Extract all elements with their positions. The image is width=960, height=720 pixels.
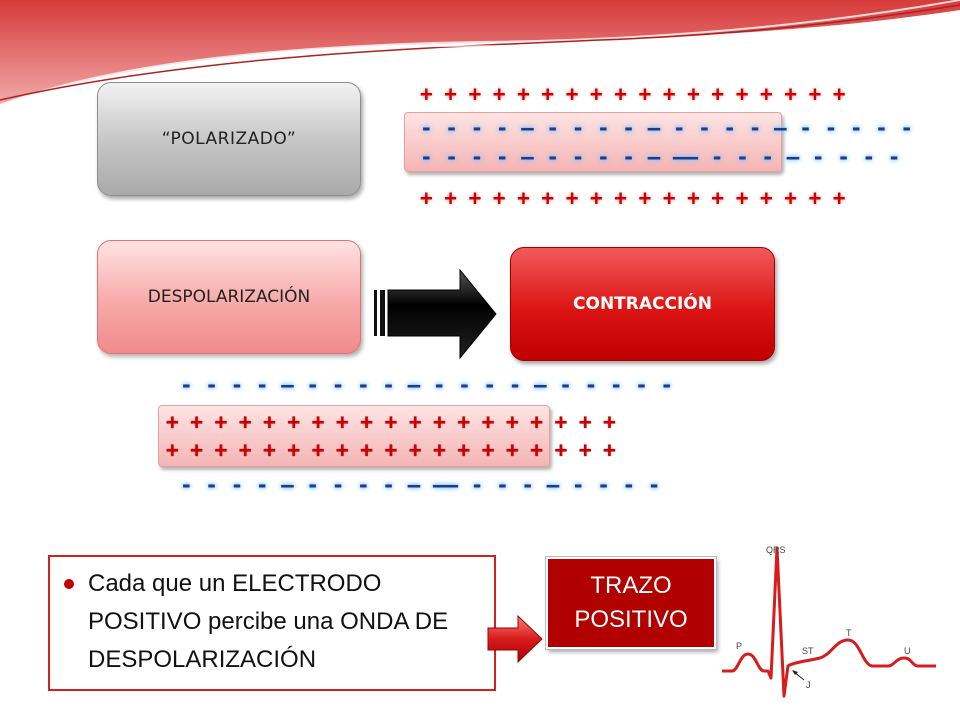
membrane-top-plus-above: + + + + + + + + + + + + + + + + + + <box>420 82 846 106</box>
small-arrow-right-icon <box>487 614 543 664</box>
membrane-top-plus-below: + + + + + + + + + + + + + + + + + + <box>420 186 846 210</box>
ecg-trace <box>722 546 936 698</box>
despolarizacion-label: DESPOLARIZACIÓN <box>147 287 311 307</box>
arrow-right-icon <box>374 268 497 360</box>
ecg-label-t: T <box>846 628 852 638</box>
trazo-line-1: TRAZO <box>590 572 672 599</box>
membrane-top-minus-line-2: - - - - — - - - - — —— - - - — - - - - <box>420 145 901 169</box>
trazo-positivo-box: TRAZO POSITIVO <box>545 556 717 650</box>
ecg-label-qrs: QRS <box>766 545 786 555</box>
polarizado-box: “POLARIZADO” <box>97 82 361 196</box>
bullet-text: Cada que un ELECTRODO POSITIVO percibe u… <box>88 570 449 673</box>
polarizado-label: “POLARIZADO” <box>161 129 297 149</box>
contraccion-box: CONTRACCIÓN <box>510 247 775 361</box>
despolarizacion-box: DESPOLARIZACIÓN <box>97 240 361 354</box>
membrane-top-minus-line-1: - - - - — - - - - — - - - - — - - - - - <box>420 116 914 140</box>
ecg-label-j: J <box>806 680 811 690</box>
membrane-bottom-plus-line-1: + + + + + + + + + + + + + + + + + + + <box>166 410 616 434</box>
ecg-label-p: P <box>736 641 742 651</box>
membrane-bottom-minus-below: - - - - — - - - - — —— - - - — - - - - <box>180 473 661 497</box>
ecg-waveform: QRS P ST T U J <box>722 545 936 698</box>
bullet-box: Cada que un ELECTRODO POSITIVO percibe u… <box>48 555 496 691</box>
bullet-icon <box>64 579 74 589</box>
ecg-j-pointer-head <box>792 670 798 675</box>
membrane-top-strip <box>404 112 782 172</box>
ecg-label-st: ST <box>802 646 814 656</box>
membrane-bottom-plus-line-2: + + + + + + + + + + + + + + + + + + + <box>166 438 616 462</box>
ecg-label-u: U <box>904 646 911 656</box>
membrane-bottom-strip <box>158 405 550 467</box>
contraccion-label: CONTRACCIÓN <box>573 294 712 314</box>
membrane-bottom-minus-above: - - - - — - - - - — - - - - — - - - - - <box>180 373 674 397</box>
header-wave-decoration <box>0 0 960 106</box>
trazo-line-2: POSITIVO <box>574 606 688 633</box>
